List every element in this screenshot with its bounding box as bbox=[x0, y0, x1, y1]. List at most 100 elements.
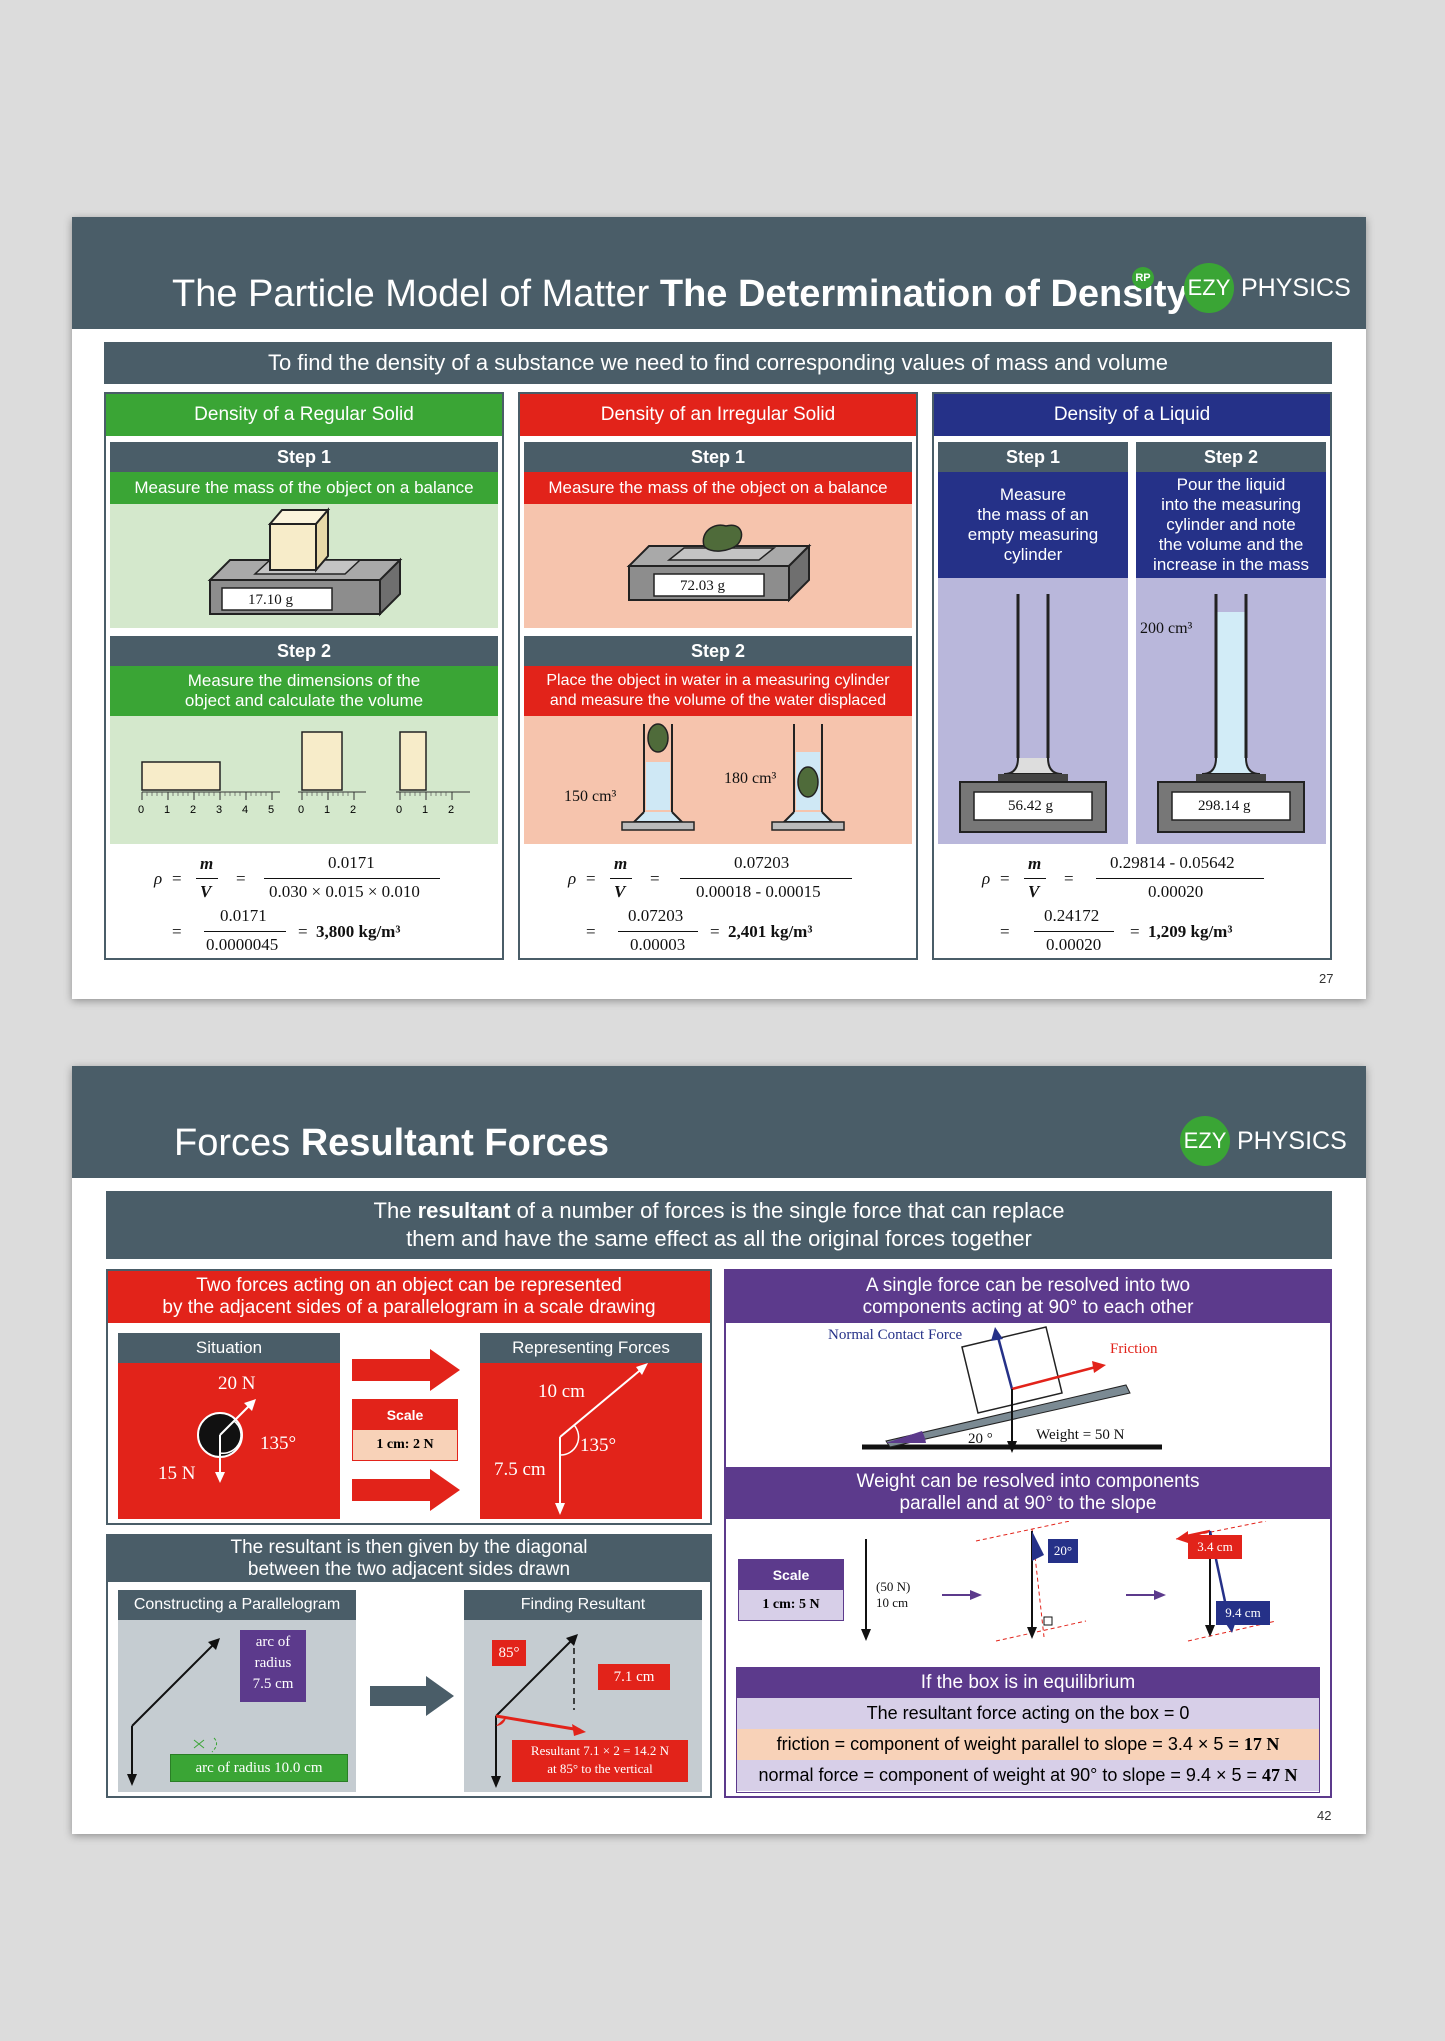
force-15n: 15 N bbox=[158, 1463, 196, 1484]
equilibrium-row3: normal force = component of weight at 90… bbox=[737, 1760, 1319, 1791]
regular-num1: 0.0171 bbox=[328, 853, 375, 872]
slope-angle-label: 20 ° bbox=[968, 1431, 993, 1447]
panel-diagonal: The resultant is then given by the diago… bbox=[106, 1534, 712, 1798]
regular-step1-desc: Measure the mass of the object on a bala… bbox=[110, 472, 498, 504]
ezy-physics-logo: EZY PHYSICS bbox=[1184, 263, 1351, 313]
page-title: The Particle Model of Matter The Determi… bbox=[172, 273, 1188, 315]
component-94-label: 9.4 cm bbox=[1216, 1601, 1270, 1625]
page-density: The Particle Model of Matter The Determi… bbox=[72, 217, 1366, 999]
length-10cm: 10 cm bbox=[538, 1381, 585, 1402]
constructing-box: Constructing a Parallelogram arc of radi… bbox=[118, 1590, 356, 1792]
irregular-num1: 0.07203 bbox=[734, 853, 790, 872]
liquid-den2: 0.00020 bbox=[1046, 935, 1102, 954]
regular-step1-header: Step 1 bbox=[110, 442, 498, 472]
situation-header: Situation bbox=[118, 1333, 340, 1363]
regular-num2: 0.0171 bbox=[220, 906, 267, 925]
liquid-step1: Step 1 Measure the mass of an empty meas… bbox=[938, 442, 1128, 844]
page-forces: Forces Resultant Forces EZY PHYSICS The … bbox=[72, 1066, 1366, 1834]
representing-box: Representing Forces 10 cm 7.5 cm 135° bbox=[480, 1333, 702, 1519]
scale-value-2: 1 cm: 5 N bbox=[739, 1590, 843, 1620]
liquid-vol: 200 cm³ bbox=[1140, 620, 1193, 637]
scale-value: 1 cm: 2 N bbox=[353, 1430, 457, 1460]
situation-diagram bbox=[197, 1399, 256, 1483]
irregular-formula: ρ = m V = 0.07203 0.00018 - 0.00015 = 0.… bbox=[520, 849, 916, 959]
length-75cm: 7.5 cm bbox=[494, 1459, 546, 1480]
weight-10cm-label: 10 cm bbox=[876, 1595, 909, 1610]
balance-irregular-illustration bbox=[626, 524, 812, 603]
panel-regular-solid: Density of a Regular Solid Step 1 Measur… bbox=[104, 392, 504, 960]
regular-step1: Step 1 Measure the mass of the object on… bbox=[110, 442, 498, 628]
scale-box: Scale 1 cm: 2 N bbox=[352, 1399, 458, 1461]
diagonal-header: The resultant is then given by the diago… bbox=[108, 1536, 710, 1582]
regular-formula: ρ = m V = 0.0171 0.030 × 0.015 × 0.010 =… bbox=[106, 849, 502, 959]
liquid-num1: 0.29814 - 0.05642 bbox=[1110, 853, 1235, 872]
intro-bar: The resultant of a number of forces is t… bbox=[106, 1191, 1332, 1259]
friction-label: Friction bbox=[1110, 1341, 1158, 1357]
filled-cylinder-illustration bbox=[1157, 594, 1305, 833]
liquid-step1-header: Step 1 bbox=[938, 442, 1128, 472]
regular-step2: Step 2 Measure the dimensions of the obj… bbox=[110, 636, 498, 844]
component-34-label: 3.4 cm bbox=[1188, 1535, 1242, 1559]
irregular-header: Density of an Irregular Solid bbox=[520, 394, 916, 436]
regular-den1: 0.030 × 0.015 × 0.010 bbox=[269, 882, 420, 901]
liquid-den1: 0.00020 bbox=[1148, 882, 1204, 901]
representing-header: Representing Forces bbox=[480, 1333, 702, 1363]
angle-20-label: 20° bbox=[1048, 1539, 1078, 1563]
angle-135: 135° bbox=[260, 1433, 297, 1454]
angle-85-label: 85° bbox=[492, 1640, 526, 1666]
resolve-header: A single force can be resolved into two … bbox=[726, 1271, 1330, 1323]
panel-liquid: Density of a Liquid Step 1 Measure the m… bbox=[932, 392, 1332, 960]
constructing-header: Constructing a Parallelogram bbox=[118, 1590, 356, 1620]
page-header: The Particle Model of Matter The Determi… bbox=[72, 217, 1366, 329]
situation-box: Situation 20 N 15 N 135° bbox=[118, 1333, 340, 1519]
page-number: 27 bbox=[1319, 971, 1334, 986]
irregular-vol1: 150 cm³ bbox=[564, 788, 617, 805]
force-20n: 20 N bbox=[218, 1373, 256, 1394]
irregular-step1-desc: Measure the mass of the object on a bala… bbox=[524, 472, 912, 504]
arrow-right-icon bbox=[370, 1676, 454, 1716]
scale-label-2: Scale bbox=[739, 1560, 843, 1590]
logo-physics-text: PHYSICS bbox=[1241, 273, 1351, 302]
normal-contact-force-label: Normal Contact Force bbox=[828, 1327, 963, 1343]
liquid-formula: ρ = m V = 0.29814 - 0.05642 0.00020 = 0.… bbox=[934, 849, 1330, 959]
irregular-vol2: 180 cm³ bbox=[724, 770, 777, 787]
cylinders-irregular-illustration bbox=[621, 723, 845, 831]
slope-header: Weight can be resolved into components p… bbox=[726, 1467, 1330, 1519]
equilibrium-table: If the box is in equilibrium The resulta… bbox=[736, 1667, 1320, 1793]
regular-step2-header: Step 2 bbox=[110, 636, 498, 666]
finding-box: Finding Resultant 85° 7.1 cm Resultant 7… bbox=[464, 1590, 702, 1792]
irregular-step2: Step 2 Place the object in water in a me… bbox=[524, 636, 912, 844]
ezy-logo-circle: EZY bbox=[1180, 1116, 1230, 1166]
liquid-step1-desc: Measure the mass of an empty measuring c… bbox=[938, 472, 1128, 578]
slope-diagram bbox=[862, 1326, 1162, 1453]
arrow-right-icon bbox=[352, 1469, 460, 1511]
irregular-step2-desc: Place the object in water in a measuring… bbox=[524, 666, 912, 716]
irregular-step1: Step 1 Measure the mass of the object on… bbox=[524, 442, 912, 628]
irregular-balance-reading: 72.03 g bbox=[680, 578, 725, 594]
representing-diagram bbox=[555, 1363, 648, 1515]
weight-label: Weight = 50 N bbox=[1036, 1427, 1125, 1443]
irregular-result: 2,401 kg/m³ bbox=[728, 922, 813, 941]
arrow-right-icon bbox=[352, 1349, 460, 1391]
balance-regular-illustration bbox=[207, 507, 403, 617]
ezy-physics-logo: EZY PHYSICS bbox=[1180, 1116, 1347, 1166]
irregular-den1: 0.00018 - 0.00015 bbox=[696, 882, 821, 901]
finding-header: Finding Resultant bbox=[464, 1590, 702, 1620]
regular-result: 3,800 kg/m³ bbox=[316, 922, 401, 941]
regular-den2: 0.0000045 bbox=[206, 935, 279, 954]
liquid-step2-desc: Pour the liquid into the measuring cylin… bbox=[1136, 472, 1326, 578]
page-header: Forces Resultant Forces EZY PHYSICS bbox=[72, 1066, 1366, 1178]
liquid-step2: Step 2 Pour the liquid into the measurin… bbox=[1136, 442, 1326, 844]
irregular-den2: 0.00003 bbox=[630, 935, 686, 954]
constructing-diagram bbox=[127, 1638, 220, 1786]
liquid-num2: 0.24172 bbox=[1044, 906, 1100, 925]
irregular-step2-header: Step 2 bbox=[524, 636, 912, 666]
page-title: Forces Resultant Forces bbox=[174, 1122, 610, 1164]
panel-irregular-solid: Density of an Irregular Solid Step 1 Mea… bbox=[518, 392, 918, 960]
liquid-result: 1,209 kg/m³ bbox=[1148, 922, 1233, 941]
equilibrium-row2: friction = component of weight parallel … bbox=[737, 1729, 1319, 1760]
resultant-label: Resultant 7.1 × 2 = 14.2 N at 85° to the… bbox=[512, 1740, 688, 1782]
equilibrium-row1: The resultant force acting on the box = … bbox=[737, 1698, 1319, 1729]
panel-parallelogram: Two forces acting on an object can be re… bbox=[106, 1269, 712, 1525]
length-71-label: 7.1 cm bbox=[598, 1664, 670, 1690]
